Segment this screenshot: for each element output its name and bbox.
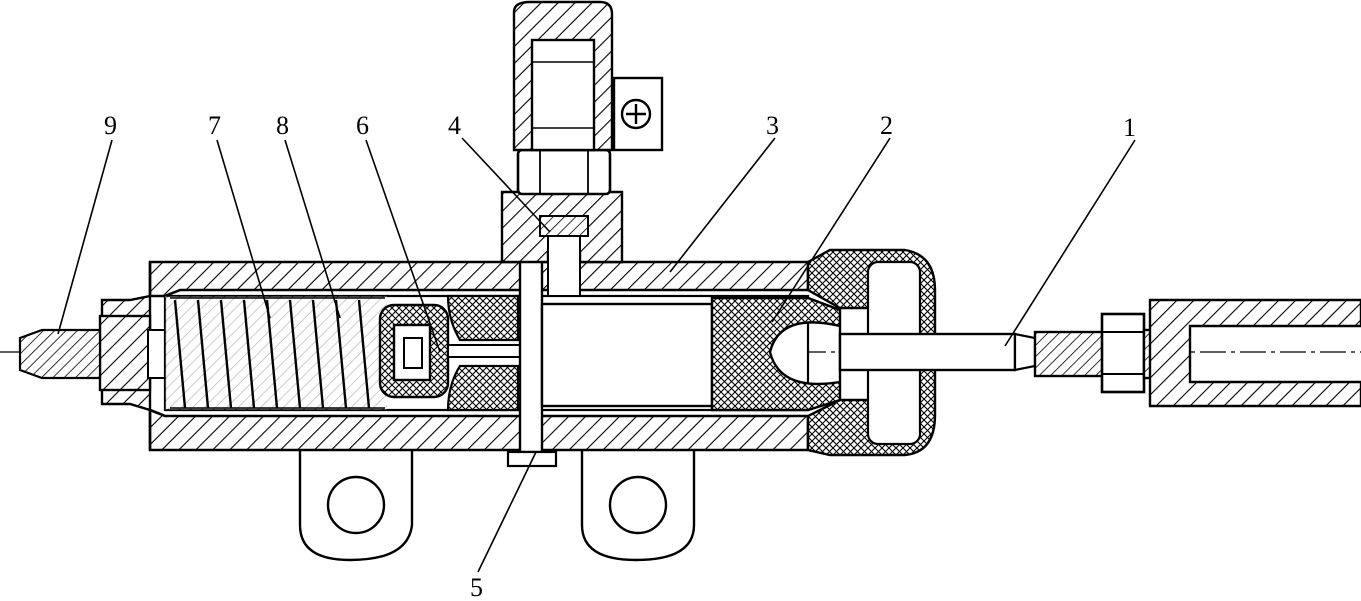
push-rod [838, 332, 1017, 372]
hose-clamp [612, 76, 664, 152]
callout-3: 3 [766, 111, 779, 140]
callout-4: 4 [448, 111, 461, 140]
mounting-lug-right [580, 446, 696, 562]
primary-seal-upper [446, 294, 520, 342]
callout-6: 6 [356, 111, 369, 140]
primary-seal-lower [446, 364, 520, 412]
callout-1: 1 [1123, 113, 1136, 142]
hose-fitting-nut [516, 148, 612, 196]
lock-nut [1100, 312, 1146, 394]
hose-inner-tube [530, 38, 596, 152]
cylinder-body-lower-wall [148, 408, 810, 452]
callout-7: 7 [208, 111, 221, 140]
callout-9: 9 [104, 111, 117, 140]
return-spring [165, 296, 387, 410]
piston [540, 302, 714, 408]
leader-lines [57, 137, 1136, 573]
callout-5: 5 [470, 573, 483, 601]
clevis-fork [1148, 298, 1361, 408]
stop-plate [518, 258, 544, 454]
outlet-fitting [18, 314, 167, 392]
inlet-passage [547, 231, 581, 297]
mounting-lug-left [298, 446, 414, 562]
cylinder-body-upper-wall [148, 260, 810, 298]
callout-8: 8 [276, 111, 289, 140]
inlet-seal [539, 215, 589, 237]
callout-2: 2 [880, 111, 893, 140]
push-rod-thread [1033, 330, 1105, 378]
